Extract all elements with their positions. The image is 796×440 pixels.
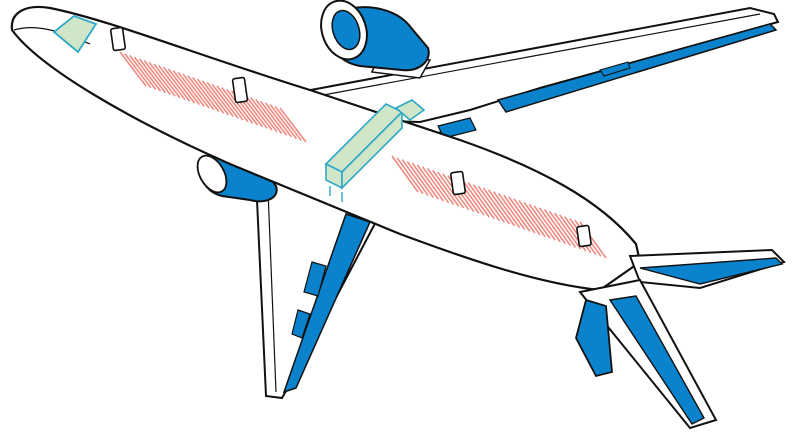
left-horizontal-stabilizer xyxy=(576,300,612,376)
door-icon xyxy=(111,27,126,50)
door-icon xyxy=(232,77,247,102)
door-icon xyxy=(577,225,592,246)
right-engine xyxy=(314,0,430,78)
door-icon xyxy=(451,171,466,194)
